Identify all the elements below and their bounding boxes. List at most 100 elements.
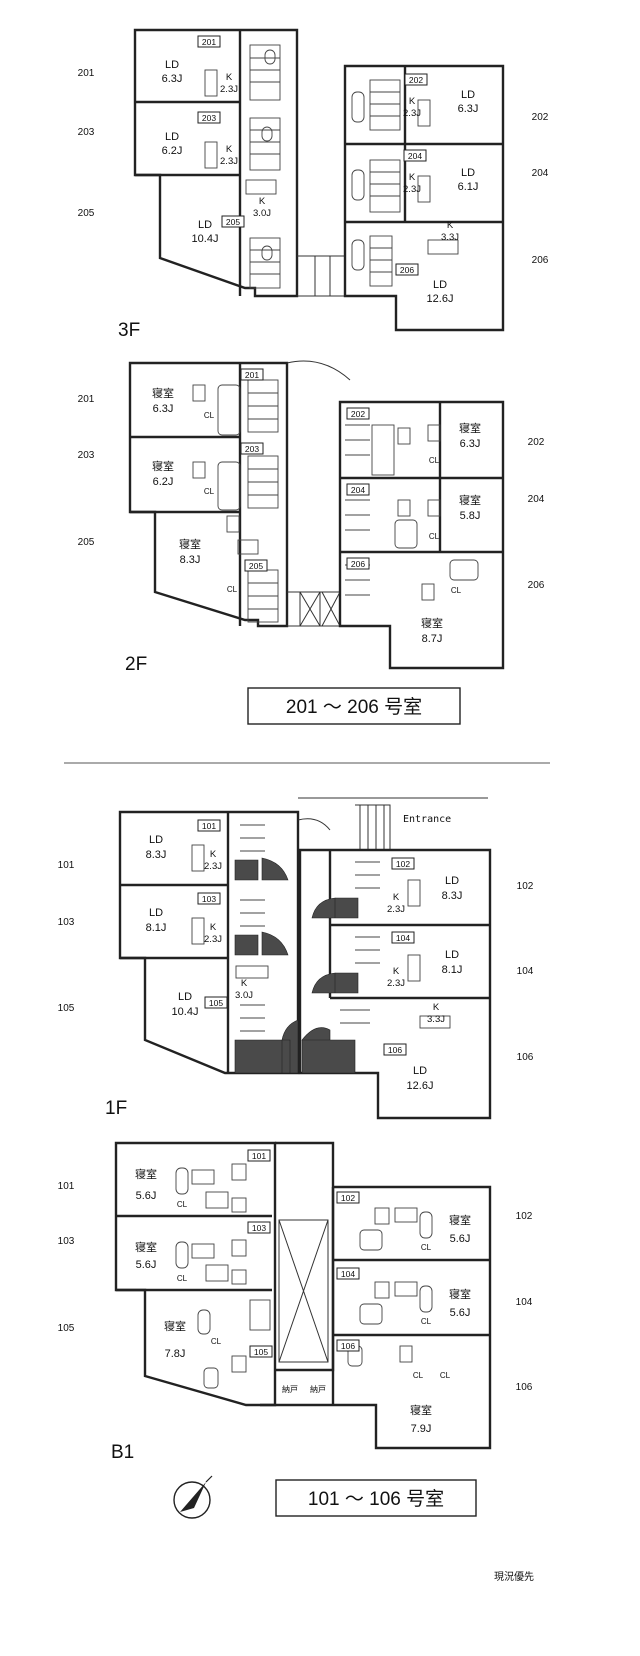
room-size: 6.1J — [458, 181, 479, 193]
unit-tag: 104 — [396, 933, 410, 943]
room-size: 7.9J — [411, 1423, 432, 1435]
room-name: LD — [198, 219, 212, 231]
unit-tag: 102 — [396, 859, 410, 869]
range-label-upper: 201 ～ 206 号室 — [286, 696, 422, 718]
room-name: K — [393, 966, 400, 977]
unit-tag: 202 — [409, 75, 423, 85]
room-size: 6.3J — [460, 438, 481, 450]
floor-label: 2F — [125, 654, 147, 675]
unit-number: 206 — [528, 580, 545, 591]
room-size: 2.3J — [220, 84, 238, 95]
room-name: LD — [178, 991, 192, 1003]
unit-tag: 201 — [245, 370, 259, 380]
unit-number: 101 — [58, 860, 75, 871]
room-name: K — [409, 96, 416, 107]
unit-number: 105 — [58, 1003, 75, 1014]
room-name: 寝室 — [164, 1319, 186, 1333]
room-size: 2.3J — [204, 934, 222, 945]
room-name: LD — [445, 949, 459, 961]
unit-tag: 106 — [388, 1045, 402, 1055]
room-size: 6.3J — [162, 73, 183, 85]
room-size: 2.3J — [387, 978, 405, 989]
unit-number: 101 — [58, 1181, 75, 1192]
room-name: LD — [165, 131, 179, 143]
unit-number: 102 — [516, 1211, 533, 1222]
room-size: 6.2J — [153, 476, 174, 488]
room-size: 5.6J — [136, 1259, 157, 1271]
room-size: 10.4J — [192, 233, 219, 245]
closet-label: CL — [204, 411, 215, 420]
unit-tag: 203 — [202, 113, 216, 123]
room-size: 6.3J — [153, 403, 174, 415]
unit-number: 103 — [58, 917, 75, 928]
unit-number: 104 — [517, 966, 534, 977]
unit-tag: 204 — [408, 151, 422, 161]
room-name: LD — [445, 875, 459, 887]
room-name: LD — [149, 834, 163, 846]
room-name: K — [409, 172, 416, 183]
room-size: 8.7J — [422, 633, 443, 645]
room-size: 3.3J — [427, 1014, 445, 1025]
room-size: 3.3J — [441, 232, 459, 243]
range-label-box — [247, 687, 461, 725]
unit-number: 103 — [58, 1236, 75, 1247]
unit-tag: 204 — [351, 485, 365, 495]
unit-number: 106 — [516, 1382, 533, 1393]
unit-tag: 104 — [341, 1269, 355, 1279]
unit-number: 202 — [532, 112, 549, 123]
storage-label: 納戸 — [310, 1384, 326, 1394]
room-size: 2.3J — [403, 184, 421, 195]
unit-number: 201 — [78, 394, 95, 405]
room-size: 8.3J — [146, 849, 167, 861]
room-name: 寝室 — [135, 1240, 157, 1254]
unit-number: 104 — [516, 1297, 533, 1308]
room-name: 寝室 — [421, 616, 443, 630]
room-size: 2.3J — [387, 904, 405, 915]
unit-tag: 103 — [252, 1223, 266, 1233]
unit-tag: 202 — [351, 409, 365, 419]
unit-tag: 105 — [254, 1347, 268, 1357]
unit-number: 201 — [78, 68, 95, 79]
room-name: 寝室 — [459, 493, 481, 507]
closet-label: CL — [440, 1371, 451, 1380]
unit-tag: 106 — [341, 1341, 355, 1351]
closet-label: CL — [429, 532, 440, 541]
entrance-label: Entrance — [403, 814, 451, 825]
unit-number: 203 — [78, 127, 95, 138]
room-name: LD — [433, 279, 447, 291]
room-name: 寝室 — [135, 1167, 157, 1181]
unit-number: 205 — [78, 537, 95, 548]
room-name: LD — [149, 907, 163, 919]
unit-tag: 206 — [351, 559, 365, 569]
closet-label: CL — [451, 586, 462, 595]
room-size: 3.0J — [235, 990, 253, 1001]
closet-label: CL — [177, 1274, 188, 1283]
room-name: K — [226, 144, 233, 155]
unit-tag: 205 — [226, 217, 240, 227]
room-size: 8.1J — [146, 922, 167, 934]
unit-number: 204 — [528, 494, 545, 505]
footnote: 現況優先 — [494, 1570, 534, 1583]
room-name: K — [393, 892, 400, 903]
room-name: 寝室 — [179, 537, 201, 551]
room-name: 寝室 — [459, 421, 481, 435]
room-name: K — [210, 849, 217, 860]
room-size: 5.6J — [450, 1233, 471, 1245]
unit-tag: 206 — [400, 265, 414, 275]
room-name: 寝室 — [410, 1403, 432, 1417]
room-size: 8.1J — [442, 964, 463, 976]
closet-label: CL — [227, 585, 238, 594]
unit-number: 105 — [58, 1323, 75, 1334]
room-name: LD — [461, 89, 475, 101]
room-size: 2.3J — [204, 861, 222, 872]
floor-label: B1 — [111, 1442, 134, 1463]
room-size: 12.6J — [427, 293, 454, 305]
unit-tag: 103 — [202, 894, 216, 904]
closet-label: CL — [413, 1371, 424, 1380]
unit-number: 202 — [528, 437, 545, 448]
unit-number: 203 — [78, 450, 95, 461]
room-name: K — [259, 196, 266, 207]
room-name: LD — [413, 1065, 427, 1077]
room-size: 12.6J — [407, 1080, 434, 1092]
unit-tag: 101 — [202, 821, 216, 831]
